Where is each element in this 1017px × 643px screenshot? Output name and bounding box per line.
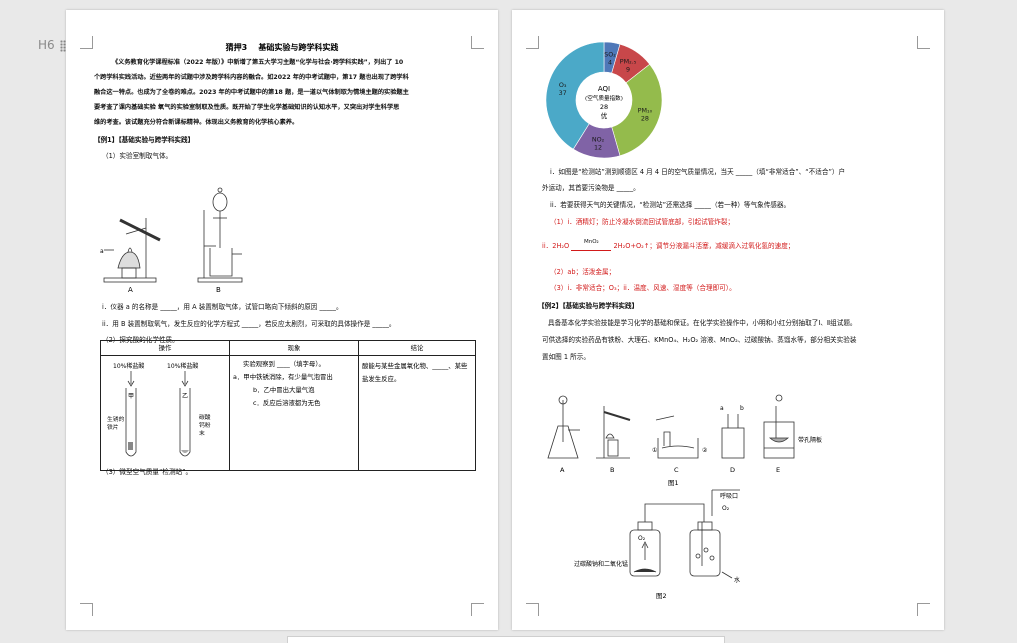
chart-center-subtitle: (空气质量指数)	[585, 94, 623, 102]
intro-line: 要考查了课内基础实验 氧气的实验室制取及性质。既开始了学生化学基础知识的认知水平…	[94, 104, 400, 111]
fig1-caption: 图1	[668, 479, 679, 486]
tube-yi-name: 乙	[182, 393, 188, 400]
fig2-reagent-label: 过碳酸钠和二氧化锰	[574, 560, 628, 568]
crop-mark	[917, 36, 930, 49]
crop-mark	[471, 603, 484, 616]
fig1-mark-b: b	[740, 405, 744, 412]
intro-line: 《义务教育化学课程标准（2022 年版）》中新增了第五大学习主题“化学与社会·跨…	[112, 59, 404, 66]
fig1-label: A	[560, 466, 565, 474]
equation-products: 2H₂O+O₂↑；调节分液漏斗活塞，减缓滴入过氧化氢的速度；	[613, 242, 795, 250]
tube-jia-name: 甲	[128, 393, 134, 400]
answer-1: （1）i．酒精灯；防止冷凝水倒流回试管底部，引起试管炸裂；	[550, 218, 735, 226]
example-1-title: 【例1】【基础实验与跨学科实践】	[94, 136, 195, 144]
intro-line: 融合这一特点。也成为了全卷的难点。2023 年的中考试题中的第18 题，是一道以…	[94, 89, 409, 96]
fig2-o2-label: O₂	[722, 505, 730, 512]
crop-mark	[471, 36, 484, 49]
tube-jia-content: 生锈的铁片	[107, 417, 125, 431]
test-tube-figure: 10%稀盐酸 10%稀盐酸 甲 乙	[113, 362, 198, 457]
phenomenon-line: 实验观察到 ____（填字母）。	[243, 360, 325, 368]
horizontal-scrollbar[interactable]	[287, 636, 725, 643]
answer-2: （2）ab；活泼金属；	[550, 268, 616, 276]
fig1-mark-1: ①	[652, 447, 657, 454]
conclusion-cell: 酸能与某些金属氧化物、_____、某些盐发生反应。	[358, 355, 476, 471]
style-marker: H6	[38, 38, 55, 52]
fig2-water-label: 水	[734, 576, 740, 584]
apparatus-figure-2: 呼吸口 O₂ O₂ 过碳酸钠和二氧化锰 水 图2	[574, 489, 740, 600]
question-3-ii: ii．若要获得天气的关键情况，“检测站”还需选择 _____（若一种）等气象传感…	[550, 201, 791, 209]
fig1-label: C	[674, 466, 679, 474]
tube-yi-reagent: 10%稀盐酸	[167, 362, 198, 370]
phenomenon-option: b．乙中冒出大量气泡	[253, 386, 315, 394]
apparatus-figure-ab: a A B	[100, 187, 243, 294]
crop-mark	[80, 36, 93, 49]
phenomenon-option: a．甲中铁锈消除，有少量气泡冒出	[233, 373, 333, 381]
page-title: 猜押3 基础实验与跨学科实践	[225, 43, 339, 52]
pie-slice	[611, 63, 663, 157]
slice-name-label: NO₂	[592, 136, 605, 144]
fig1-label: D	[730, 466, 735, 474]
equation-reactant: ii．2H₂O	[542, 242, 570, 250]
crop-mark	[526, 603, 539, 616]
tube-yi-content: 碳酸钙粉末	[199, 415, 211, 437]
chart-center-title: AQI	[598, 85, 610, 93]
slice-name-label: O₃	[559, 81, 567, 89]
intro-line: 个跨学科实践活动。近些两年的试题中涉及跨学科内容的融合。如2022 年的中考试题…	[94, 74, 409, 81]
question-3-i: i．如图是“检测站”测到顺德区 4 月 4 日的空气质量情况，当天 _____（…	[550, 168, 846, 176]
apparatus-b-caption: B	[216, 286, 221, 294]
equation-catalyst: MnO₂	[583, 239, 599, 245]
fig2-o2-label: O₂	[638, 535, 646, 542]
document-page-1: 猜押3 基础实验与跨学科实践 《义务教育化学课程标准（2022 年版）》中新增了…	[66, 10, 498, 630]
question-1-i: i．仪器 a 的名称是 _____，用 A 装置制取气体，试管口略向下倾斜的原因…	[102, 303, 343, 311]
fig1-mark-2: ②	[702, 447, 708, 454]
crop-mark	[80, 603, 93, 616]
slice-value-label: 12	[594, 144, 602, 152]
example-2-text: 置如图 1 所示。	[542, 353, 590, 361]
phenomenon-option: c．反应后溶液都为无色	[253, 399, 321, 407]
fig1-label: E	[776, 466, 780, 474]
pie-slice	[545, 41, 605, 150]
question-3-i-cont: 外运动，其首要污染物是 _____。	[542, 184, 640, 192]
intro-line: 维的考查。该试题充分符合新课标精神。体现出义务教育的化学核心素养。	[94, 119, 299, 126]
slice-name-label: SO₂	[604, 50, 616, 58]
example-2-text: 可供选择的实验药品有铁粉、大理石、KMnO₄、H₂O₂ 溶液、MnO₂、过碳酸钠…	[542, 336, 857, 344]
label-a: a	[100, 248, 104, 255]
crop-mark	[526, 36, 539, 49]
operation-cell: 10%稀盐酸 10%稀盐酸 甲 乙 生锈的铁片	[100, 355, 230, 471]
slice-value-label: 9	[626, 65, 630, 73]
apparatus-figure-1: a b ① ② 带孔隔板 A B C D E 图1	[547, 394, 822, 486]
fig2-outlet-label: 呼吸口	[720, 493, 738, 500]
phenomenon-cell: 实验观察到 ____（填字母）。 a．甲中铁锈消除，有少量气泡冒出 b．乙中冒出…	[229, 355, 359, 471]
tube-jia-reagent: 10%稀盐酸	[113, 362, 144, 370]
table-header: 现象	[229, 340, 359, 356]
chart-center-value: 28	[600, 103, 608, 111]
fig2-caption: 图2	[656, 592, 667, 600]
question-3: （3）微型空气质量“检测站”。	[102, 468, 193, 476]
table-header: 操作	[100, 340, 230, 356]
fig1-label: B	[610, 466, 614, 474]
slice-value-label: 4	[608, 58, 612, 66]
example-2-title: 【例2】【基础实验与跨学科实践】	[538, 302, 639, 310]
question-1: （1）实验室制取气体。	[102, 152, 173, 160]
answer-1-equation: ii．2H₂O MnO₂ 2H₂O+O₂↑；调节分液漏斗活塞，减缓滴入过氧化氢的…	[542, 239, 795, 251]
drag-handle-icon[interactable]	[60, 40, 66, 52]
question-1-ii: ii．用 B 装置制取氧气，发生反应的化学方程式 _____，若反应太剧烈，可采…	[102, 320, 396, 328]
fig1-plate-label: 带孔隔板	[798, 436, 822, 444]
slice-value-label: 37	[559, 89, 567, 97]
fig1-mark-a: a	[720, 405, 724, 412]
chart-center-level: 优	[601, 111, 608, 120]
apparatus-a-caption: A	[128, 286, 133, 294]
acid-properties-table: 操作 现象 结论 10%稀盐酸 10%稀盐酸	[100, 340, 476, 471]
example-2-text: 具备基本化学实验技能是学习化学的基础和保证。在化学实验操作中，小明和小红分别抽取…	[548, 319, 857, 327]
slice-name-label: PM₂.₅	[620, 57, 637, 65]
answer-3: （3）i．非常适合；O₃；ii．温度、风速、湿度等（合理即可）。	[550, 284, 736, 292]
crop-mark	[917, 603, 930, 616]
slice-name-label: PM₁₀	[638, 106, 653, 114]
table-header: 结论	[358, 340, 476, 356]
slice-value-label: 28	[641, 114, 649, 122]
